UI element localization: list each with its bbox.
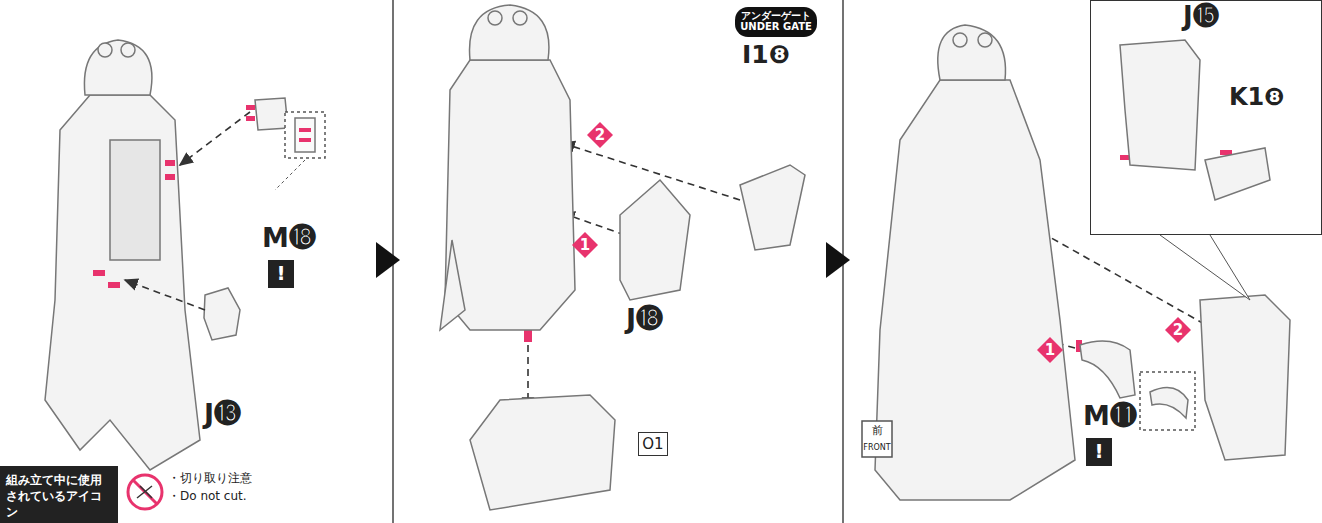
part-face: [295, 118, 315, 152]
front-icon-text: 前: [862, 423, 892, 438]
head-bump: [98, 43, 112, 57]
icon-note: ・切り取り注意: [168, 470, 252, 487]
callout-number: 1: [1037, 337, 1063, 363]
step-arrows: [376, 242, 850, 278]
head-bump: [513, 11, 527, 25]
panel-two: [440, 5, 805, 510]
step-diamonds: [572, 122, 1191, 363]
node-text: !: [268, 260, 294, 286]
head-bump: [953, 33, 967, 47]
inset-leader: [1160, 235, 1250, 300]
torso: [445, 60, 575, 330]
panel-dividers: [393, 0, 843, 523]
callout-number: 2: [587, 122, 613, 148]
icon-legend-heading: 組み立て中に使用されているアイコン: [0, 466, 118, 523]
part-j13: [204, 288, 240, 340]
panel-one: [45, 40, 325, 470]
warning-box: !: [1086, 438, 1112, 466]
part-o1: [470, 395, 615, 510]
part-j15: [1200, 295, 1290, 460]
node-text: O1: [639, 433, 667, 455]
head-bump: [978, 33, 992, 47]
part-number: J⓲: [626, 303, 663, 334]
node-text: 組み立て中に使用されているアイコン: [0, 466, 118, 523]
detail-inset: [1140, 372, 1195, 430]
gate-note: アンダーゲート: [735, 9, 817, 23]
part-number: M⓲: [262, 222, 316, 253]
part-number: M⓫: [1083, 400, 1137, 431]
part-number: J⓭: [204, 398, 241, 429]
part-j15-detail: [1120, 40, 1200, 170]
node-text: J⓯: [1183, 1, 1219, 31]
node-text: K1❽: [1229, 83, 1285, 111]
torso: [875, 80, 1075, 500]
callout-number: 2: [1165, 317, 1191, 343]
warning-box: !: [268, 260, 294, 288]
under-gate-badge: [735, 7, 817, 37]
no-cut-icon: [128, 475, 162, 509]
part-j18: [620, 180, 690, 300]
chest-detail: [110, 140, 160, 260]
torso: [45, 95, 200, 470]
part-k18: [1205, 148, 1270, 200]
callout-number: 1: [572, 232, 598, 258]
part-number: I1❽: [742, 40, 790, 69]
part-ref-box: O1: [638, 432, 668, 456]
panel-three: [862, 25, 1290, 500]
front-icon-text: FRONT: [860, 443, 894, 452]
head: [470, 5, 549, 60]
part-m11-view: [1150, 388, 1188, 419]
head-bump: [488, 11, 502, 25]
part-m11: [1080, 341, 1135, 398]
icon-note: ・Do not cut.: [168, 488, 247, 505]
detail-box: J⓯ K1❽: [1090, 0, 1322, 235]
part-i18: [740, 165, 805, 250]
part-m18: [255, 98, 288, 130]
leg-fin: [440, 240, 465, 330]
detail-inset: [285, 112, 325, 158]
node-text: !: [1086, 438, 1112, 464]
gate-note: UNDER GATE: [735, 21, 817, 32]
head: [938, 25, 1006, 80]
head: [84, 40, 152, 95]
head-bump: [121, 43, 135, 57]
